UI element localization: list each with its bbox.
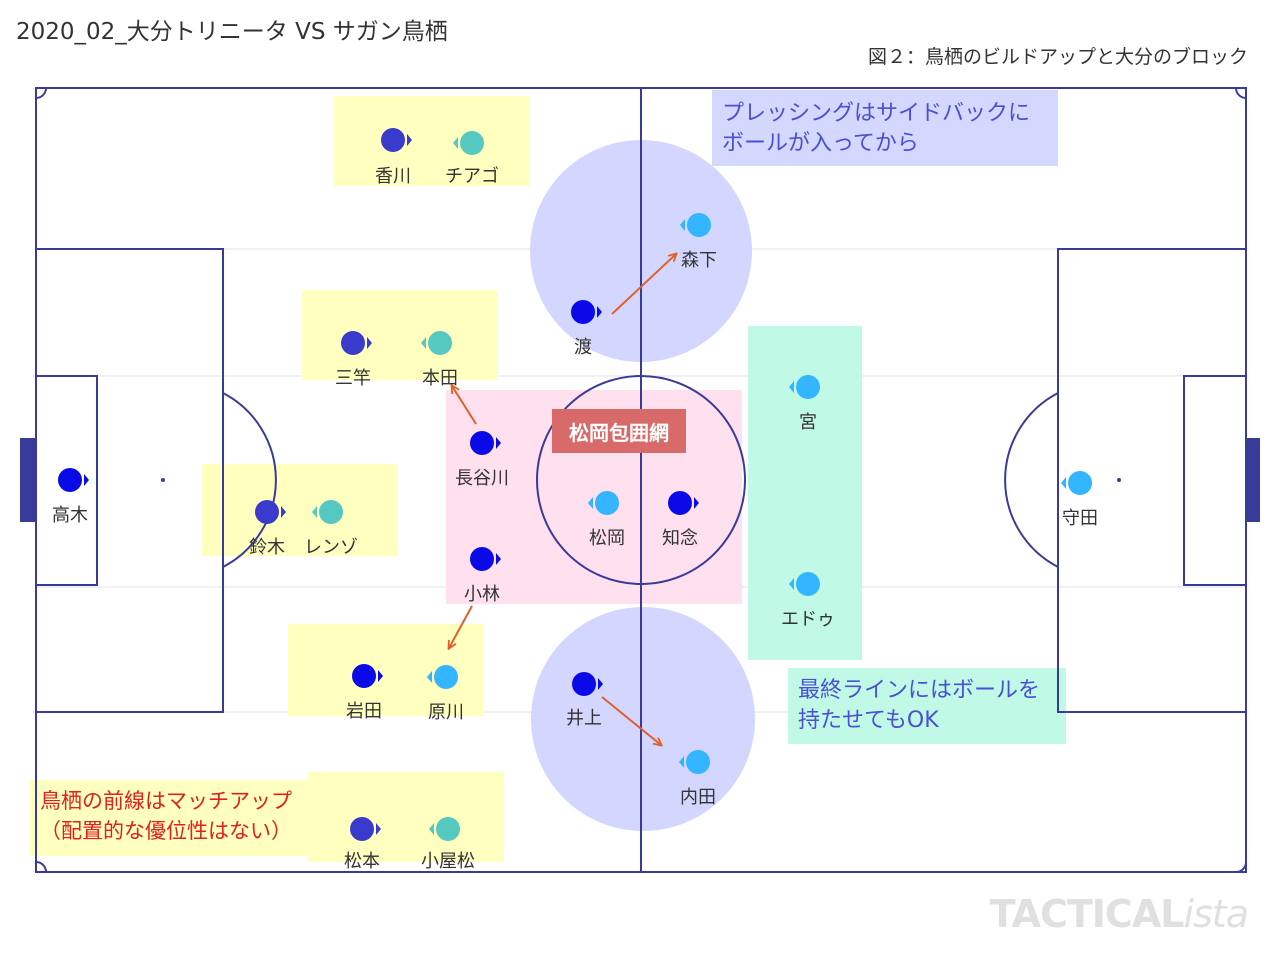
player-watari: 渡 <box>571 300 602 358</box>
player-label-misao: 三竿 <box>335 368 371 389</box>
player-label-matsuoka: 松岡 <box>589 528 625 549</box>
player-koyamatsu: 小屋松 <box>421 817 475 872</box>
player-inoue: 井上 <box>566 672 603 729</box>
final-line-note-line-2: 持たせてもOK <box>798 708 939 733</box>
arrow-watari-to-morishita <box>611 254 676 315</box>
arrow-kobayashi-to-harakawa <box>449 605 473 648</box>
player-harakawa: 原川 <box>427 665 464 723</box>
tacticalista-logo: TACTICALista <box>989 892 1249 936</box>
player-label-honda: 本田 <box>422 368 458 389</box>
front-line-zone-center <box>202 464 398 556</box>
page-title: 2020_02_大分トリニータ VS サガン鳥栖 <box>16 19 448 45</box>
figure-caption: 図２：鳥栖のビルドアップと大分のブロック <box>867 46 1248 68</box>
front-line-zone-mid <box>302 290 498 380</box>
player-label-kagawa: 香川 <box>375 166 411 187</box>
player-label-suzuki: 鈴木 <box>249 537 285 558</box>
player-misao: 三竿 <box>335 331 372 389</box>
player-label-chinen: 知念 <box>662 527 698 549</box>
player-label-uchida: 内田 <box>680 787 716 808</box>
player-renzo: レンゾ <box>304 500 358 558</box>
front-line-note-box <box>30 780 330 856</box>
player-thiago: チアゴ <box>445 131 499 187</box>
arrow-inoue-to-uchida <box>601 696 661 745</box>
player-morishita: 森下 <box>680 213 717 271</box>
left-penalty-spot <box>161 478 165 482</box>
player-label-matsumoto: 松本 <box>344 851 380 872</box>
player-label-koyamatsu: 小屋松 <box>421 851 475 872</box>
player-suzuki: 鈴木 <box>249 500 286 558</box>
pressing-zone-bottom <box>531 607 755 831</box>
player-label-watari: 渡 <box>574 337 592 358</box>
player-iwata: 岩田 <box>346 664 383 722</box>
player-chinen: 知念 <box>662 491 699 549</box>
player-uchida: 内田 <box>679 750 716 808</box>
pressing-note-line-2: ボールが入ってから <box>722 131 919 156</box>
player-label-miya: 宮 <box>799 412 817 433</box>
player-label-takagi: 高木 <box>52 505 88 526</box>
player-kagawa: 香川 <box>375 128 412 187</box>
player-kobayashi: 小林 <box>464 547 501 605</box>
logo-suffix: ista <box>1183 892 1249 936</box>
matsuoka-net-badge <box>552 409 686 453</box>
movement-arrows <box>449 254 676 745</box>
player-label-kobayashi: 小林 <box>464 584 500 605</box>
right-penalty-spot <box>1117 478 1121 482</box>
player-label-thiago: チアゴ <box>445 166 499 187</box>
player-matsumoto: 松本 <box>344 817 381 872</box>
player-label-moriya: 守田 <box>1062 508 1098 529</box>
player-label-renzo: レンゾ <box>304 537 358 558</box>
front-line-zone-bottom <box>308 772 504 862</box>
player-hasegawa: 長谷川 <box>455 431 509 489</box>
player-honda: 本田 <box>421 331 458 389</box>
front-line-note-line-2: （配置的な優位性はない） <box>40 819 292 843</box>
pressing-note-box <box>712 90 1058 166</box>
player-label-iwata: 岩田 <box>346 701 382 722</box>
left-goal <box>20 438 36 522</box>
player-moriya: 守田 <box>1061 471 1098 529</box>
front-line-note-line-1: 鳥栖の前線はマッチアップ <box>40 789 292 813</box>
player-label-morishita: 森下 <box>681 250 717 271</box>
final-line-note-box <box>788 668 1066 744</box>
pressing-note: プレッシングはサイドバックに ボールが入ってから <box>722 101 1030 156</box>
front-line-note: 鳥栖の前線はマッチアップ （配置的な優位性はない） <box>40 789 292 843</box>
front-line-zone-top <box>334 96 530 186</box>
player-label-edu: エドゥ <box>781 609 835 630</box>
right-goal <box>1246 438 1260 522</box>
player-matsuoka: 松岡 <box>588 491 625 549</box>
final-line-note: 最終ラインにはボールを 持たせてもOK <box>798 678 1040 733</box>
matsuoka-net-label: 松岡包囲網 <box>569 421 669 445</box>
player-edu: エドゥ <box>781 572 835 630</box>
logo-brand: TACTICAL <box>989 892 1185 936</box>
player-label-inoue: 井上 <box>566 708 602 729</box>
arrow-hasegawa-to-honda <box>452 386 477 425</box>
pressing-note-line-1: プレッシングはサイドバックに <box>722 101 1030 126</box>
player-miya: 宮 <box>789 375 820 433</box>
player-takagi: 高木 <box>52 468 89 526</box>
player-label-hasegawa: 長谷川 <box>455 468 509 489</box>
final-line-note-line-1: 最終ラインにはボールを <box>798 678 1040 703</box>
player-label-harakawa: 原川 <box>428 702 464 723</box>
